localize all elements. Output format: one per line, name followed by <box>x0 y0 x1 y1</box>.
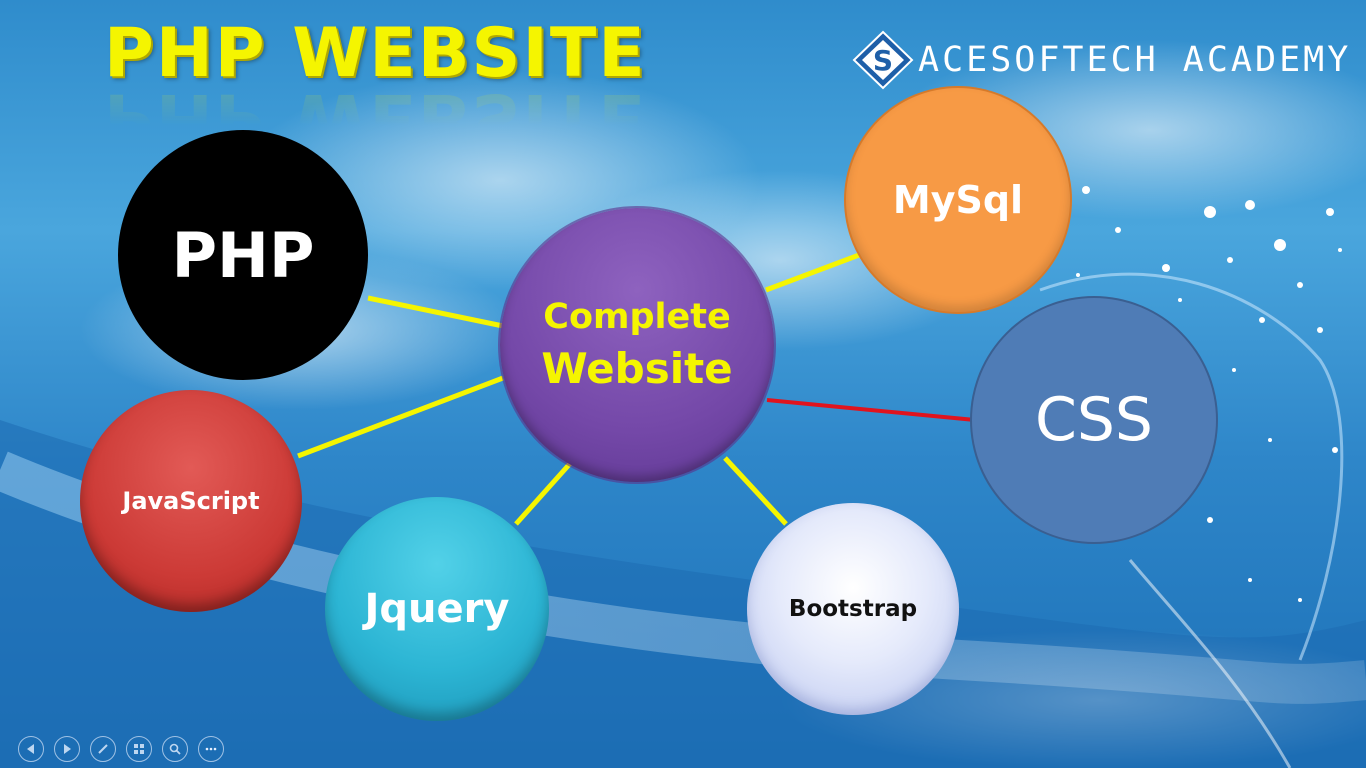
node-bootstrap-label: Bootstrap <box>788 596 918 622</box>
node-center-line2: Website <box>541 344 733 393</box>
node-complete-website: Complete Website <box>500 208 774 482</box>
node-javascript: JavaScript <box>80 390 302 612</box>
connector-bootstrap <box>723 456 788 526</box>
brand: S ACESOFTECH ACADEMY <box>852 30 1351 90</box>
more-icon <box>205 747 217 751</box>
acesoftech-logo-icon: S <box>852 30 914 90</box>
connector-css <box>766 398 976 422</box>
node-php: PHP <box>118 130 368 380</box>
previous-slide-button[interactable] <box>18 736 44 762</box>
node-css: CSS <box>972 298 1216 542</box>
zoom-icon <box>169 743 181 755</box>
next-icon <box>64 744 71 754</box>
brand-logo-letter: S <box>873 44 893 77</box>
node-mysql-label: MySql <box>892 178 1024 222</box>
node-javascript-label: JavaScript <box>122 487 260 515</box>
more-options-button[interactable] <box>198 736 224 762</box>
next-slide-button[interactable] <box>54 736 80 762</box>
node-jquery: Jquery <box>325 497 549 721</box>
slides-grid-button[interactable] <box>126 736 152 762</box>
node-center-line1: Complete <box>543 297 731 337</box>
node-mysql: MySql <box>846 88 1070 312</box>
pen-button[interactable] <box>90 736 116 762</box>
zoom-button[interactable] <box>162 736 188 762</box>
node-css-label: CSS <box>1034 385 1154 455</box>
node-jquery-label: Jquery <box>364 586 510 632</box>
previous-icon <box>27 744 34 754</box>
node-php-label: PHP <box>171 218 315 292</box>
slideshow-toolbar <box>18 736 224 762</box>
connector-mysql <box>765 249 868 293</box>
slide-title: PHP WEBSITE <box>104 14 647 93</box>
connector-jquery <box>514 456 577 526</box>
slides-grid-icon <box>134 744 144 754</box>
pen-icon <box>98 744 108 754</box>
connector-php <box>367 295 504 329</box>
node-bootstrap: Bootstrap <box>747 503 959 715</box>
brand-name: ACESOFTECH ACADEMY <box>918 40 1352 80</box>
connector-javascript <box>297 375 504 459</box>
